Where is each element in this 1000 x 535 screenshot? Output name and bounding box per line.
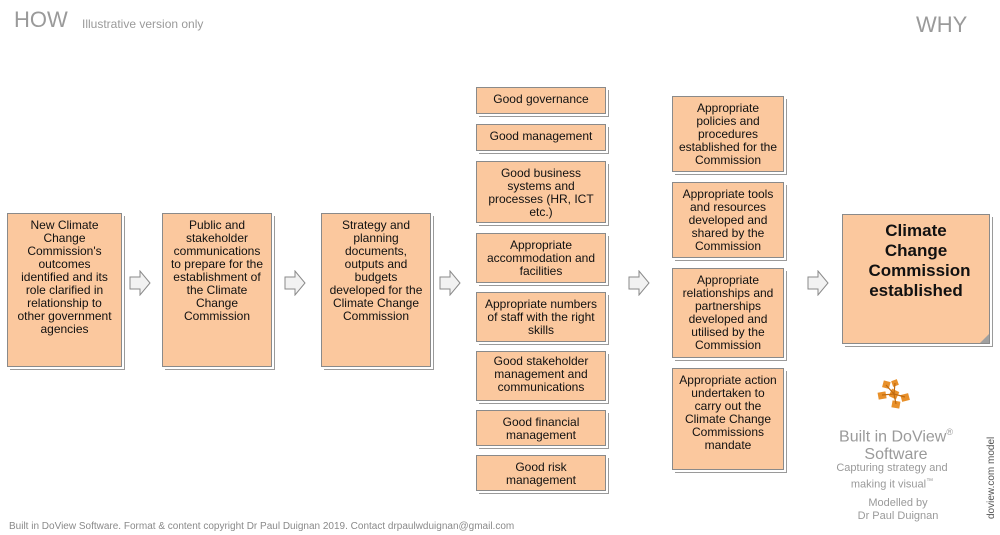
why-heading: WHY — [916, 12, 968, 37]
step-box-label: Good management — [489, 129, 593, 143]
step-box-label: Appropriate action undertaken to carry o… — [679, 373, 777, 452]
modelled-by: Modelled by Dr Paul Duignan — [828, 497, 968, 523]
step-box-label: New Climate Change Commission's outcomes… — [17, 218, 112, 336]
step-box-action-undertaken[interactable]: Appropriate action undertaken to carry o… — [672, 368, 784, 470]
step-box-stakeholder-management[interactable]: Good stakeholder management and communic… — [476, 351, 606, 401]
tagline-line-2: making it visual — [850, 478, 927, 491]
tagline-line-1: Capturing strategy and — [836, 462, 948, 474]
trademark-mark: ™ — [926, 478, 934, 485]
step-box-financial-management[interactable]: Good financial management — [476, 410, 606, 446]
modelled-line-1: Modelled by — [868, 497, 928, 509]
step-box-strategy-documents[interactable]: Strategy and planning documents, outputs… — [321, 213, 431, 367]
step-box-policies-procedures[interactable]: Appropriate policies and procedures esta… — [672, 96, 784, 172]
doview-side-label: doview.com model — [986, 436, 997, 520]
goal-box-label: Climate Change Commission established — [868, 221, 971, 300]
step-box-label: Good stakeholder management and communic… — [493, 354, 589, 394]
modelled-line-2: Dr Paul Duignan — [857, 510, 939, 522]
step-box-good-governance[interactable]: Good governance — [476, 87, 606, 114]
step-box-label: Appropriate relationships and partnershi… — [682, 273, 774, 352]
arrow-right-icon — [628, 270, 650, 296]
step-box-label: Good risk management — [505, 460, 577, 487]
arrow-right-icon — [129, 270, 151, 296]
step-box-label: Public and stakeholder communications to… — [170, 218, 264, 323]
step-box-label: Strategy and planning documents, outputs… — [329, 218, 423, 323]
doview-logo-icon — [877, 379, 910, 409]
brand-line-1: Built in DoView — [839, 428, 947, 446]
step-box-staff-numbers[interactable]: Appropriate numbers of staff with the ri… — [476, 292, 606, 342]
step-box-business-systems[interactable]: Good business systems and processes (HR,… — [476, 161, 606, 223]
step-box-accommodation[interactable]: Appropriate accommodation and facilities — [476, 233, 606, 283]
step-box-good-management[interactable]: Good management — [476, 124, 606, 151]
how-heading: HOW — [14, 7, 68, 32]
page-curl-corner — [980, 334, 989, 343]
step-box-label: Appropriate policies and procedures esta… — [678, 101, 778, 167]
arrow-right-icon — [439, 270, 461, 296]
step-box-label: Appropriate accommodation and facilities — [486, 238, 596, 278]
illustrative-note: Illustrative version only — [82, 17, 204, 31]
step-box-risk-management[interactable]: Good risk management — [476, 455, 606, 491]
brand-built-in: Built in DoView® Software — [826, 423, 966, 464]
arrow-right-icon — [284, 270, 306, 296]
step-box-outcomes-identified[interactable]: New Climate Change Commission's outcomes… — [7, 213, 122, 367]
step-box-relationships[interactable]: Appropriate relationships and partnershi… — [672, 268, 784, 358]
step-box-public-communications[interactable]: Public and stakeholder communications to… — [162, 213, 272, 367]
arrow-right-icon — [807, 270, 829, 296]
brand-line-2: Software — [864, 446, 928, 464]
brand-tagline: Capturing strategy and making it visual™ — [822, 462, 962, 492]
step-box-tools-resources[interactable]: Appropriate tools and resources develope… — [672, 182, 784, 258]
step-box-label: Good business systems and processes (HR,… — [488, 166, 594, 219]
registered-mark: ® — [946, 427, 953, 437]
step-box-label: Appropriate tools and resources develope… — [682, 187, 774, 253]
goal-box-commission-established[interactable]: Climate Change Commission established — [842, 214, 990, 344]
copyright-footer: Built in DoView Software. Format & conte… — [9, 521, 515, 532]
step-box-label: Good governance — [493, 92, 589, 106]
step-box-label: Good financial management — [502, 415, 580, 442]
step-box-label: Appropriate numbers of staff with the ri… — [484, 297, 598, 337]
